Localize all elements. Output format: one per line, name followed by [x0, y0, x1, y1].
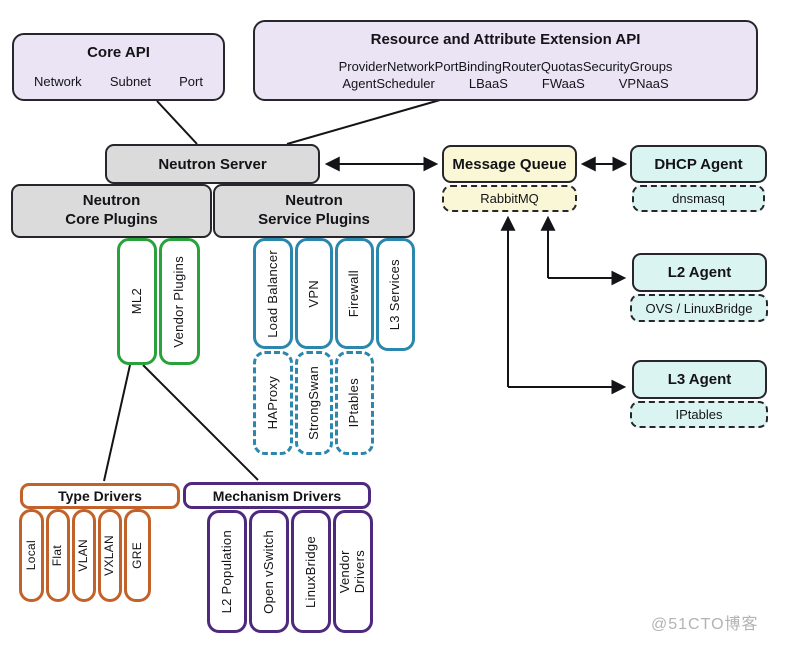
neutron-service-plugins-box: Neutron Service Plugins [213, 184, 415, 238]
mechanism-drivers-header: Mechanism Drivers [183, 482, 371, 509]
l2-agent-box: L2 Agent [632, 253, 767, 292]
ext-api-providernetwork: ProviderNetwork [338, 59, 435, 74]
mech-driver-linuxbridge-label: LinuxBridge [302, 535, 318, 608]
type-driver-flat-box: Flat [46, 509, 70, 602]
l3-iptables-box: IPtables [630, 401, 768, 428]
type-driver-vlan-box: VLAN [72, 509, 96, 602]
l3-agent-box: L3 Agent [632, 360, 767, 399]
vendor-plugins-label: Vendor Plugins [171, 255, 187, 348]
message-queue-box: Message Queue [442, 145, 577, 183]
firewall-box: Firewall [335, 238, 374, 349]
dhcp-agent-label: DHCP Agent [654, 155, 743, 173]
dhcp-agent-box: DHCP Agent [630, 145, 767, 183]
ovs-linuxbridge-box: OVS / LinuxBridge [630, 294, 768, 322]
message-queue-label: Message Queue [452, 155, 567, 173]
type-driver-local-label: Local [23, 540, 38, 571]
l3-services-label: L3 Services [387, 258, 403, 331]
type-driver-gre-box: GRE [124, 509, 151, 602]
vendor-plugins-box: Vendor Plugins [159, 238, 200, 365]
core-api-title: Core API [87, 44, 150, 61]
strongswan-box: StrongSwan [295, 351, 333, 455]
service-plugins-line2: Service Plugins [258, 211, 370, 228]
mech-driver-openvswitch-box: Open vSwitch [249, 510, 289, 633]
type-driver-vxlan-box: VXLAN [98, 509, 122, 602]
mech-driver-l2population-box: L2 Population [207, 510, 247, 633]
ext-api-vpnaas: VPNaaS [618, 76, 669, 91]
core-api-item-network: Network [34, 74, 82, 89]
ml2-label: ML2 [128, 288, 144, 315]
ext-api-securitygroups: SecurityGroups [582, 59, 673, 74]
ext-api-portbinding: PortBinding [434, 59, 502, 74]
extension-api-box: Resource and Attribute Extension API Pro… [253, 20, 758, 101]
neutron-server-box: Neutron Server [105, 144, 320, 184]
core-plugins-line2: Core Plugins [65, 211, 158, 228]
rabbitmq-label: RabbitMQ [480, 191, 539, 206]
l3-iptables-label: IPtables [675, 407, 723, 422]
ext-api-quotas: Quotas [540, 59, 583, 74]
ml2-box: ML2 [117, 238, 157, 365]
mech-driver-linuxbridge-box: LinuxBridge [291, 510, 331, 633]
l2-agent-label: L2 Agent [667, 264, 732, 281]
load-balancer-label: Load Balancer [264, 249, 280, 338]
line-extapi-server [286, 99, 441, 145]
type-drivers-title: Type Drivers [58, 488, 142, 504]
core-plugins-line1: Neutron [82, 192, 141, 210]
rabbitmq-box: RabbitMQ [442, 185, 577, 212]
type-drivers-header: Type Drivers [20, 483, 180, 509]
type-driver-local-box: Local [19, 509, 44, 602]
line-ml2-mechdrivers [142, 364, 259, 481]
ext-api-fwaas: FWaaS [541, 76, 585, 91]
l3-services-box: L3 Services [376, 238, 415, 351]
ovs-linuxbridge-label: OVS / LinuxBridge [645, 300, 753, 316]
strongswan-label: StrongSwan [305, 366, 321, 440]
firewall-label: Firewall [346, 269, 362, 318]
type-driver-flat-label: Flat [50, 544, 65, 567]
mech-driver-openvswitch-label: Open vSwitch [260, 529, 276, 614]
core-api-box: Core API Network Subnet Port [12, 33, 225, 101]
neutron-server-label: Neutron Server [158, 155, 267, 173]
mech-driver-vendor-label: Vendor Drivers [337, 549, 367, 594]
watermark: @51CTO博客 [651, 616, 759, 633]
line-ml2-typedrivers [103, 364, 131, 482]
iptables-service-box: IPtables [335, 351, 374, 455]
mech-driver-vendor-box: Vendor Drivers [333, 510, 373, 633]
load-balancer-box: Load Balancer [253, 238, 293, 349]
line-coreapi-server [156, 100, 198, 145]
l3-agent-label: L3 Agent [667, 371, 732, 388]
mech-driver-l2population-label: L2 Population [218, 529, 234, 614]
vpn-label: VPN [305, 279, 321, 308]
core-api-item-port: Port [179, 74, 203, 89]
haproxy-box: HAProxy [253, 351, 293, 455]
vpn-box: VPN [295, 238, 333, 349]
ext-api-router: Router [501, 59, 541, 74]
haproxy-label: HAProxy [264, 376, 280, 430]
type-driver-gre-label: GRE [129, 542, 144, 569]
mechanism-drivers-title: Mechanism Drivers [212, 487, 342, 504]
type-driver-vxlan-label: VXLAN [102, 535, 117, 576]
iptables-service-label: IPtables [346, 378, 362, 428]
dnsmasq-box: dnsmasq [632, 185, 765, 212]
core-api-item-subnet: Subnet [109, 74, 152, 89]
type-driver-vlan-label: VLAN [76, 539, 91, 572]
ext-api-lbaas: LBaaS [468, 76, 508, 91]
ext-api-agentscheduler: AgentScheduler [342, 76, 435, 91]
neutron-core-plugins-box: Neutron Core Plugins [11, 184, 212, 238]
extension-api-title: Resource and Attribute Extension API [370, 31, 641, 48]
service-plugins-line1: Neutron [285, 192, 343, 210]
dnsmasq-label: dnsmasq [672, 191, 725, 206]
